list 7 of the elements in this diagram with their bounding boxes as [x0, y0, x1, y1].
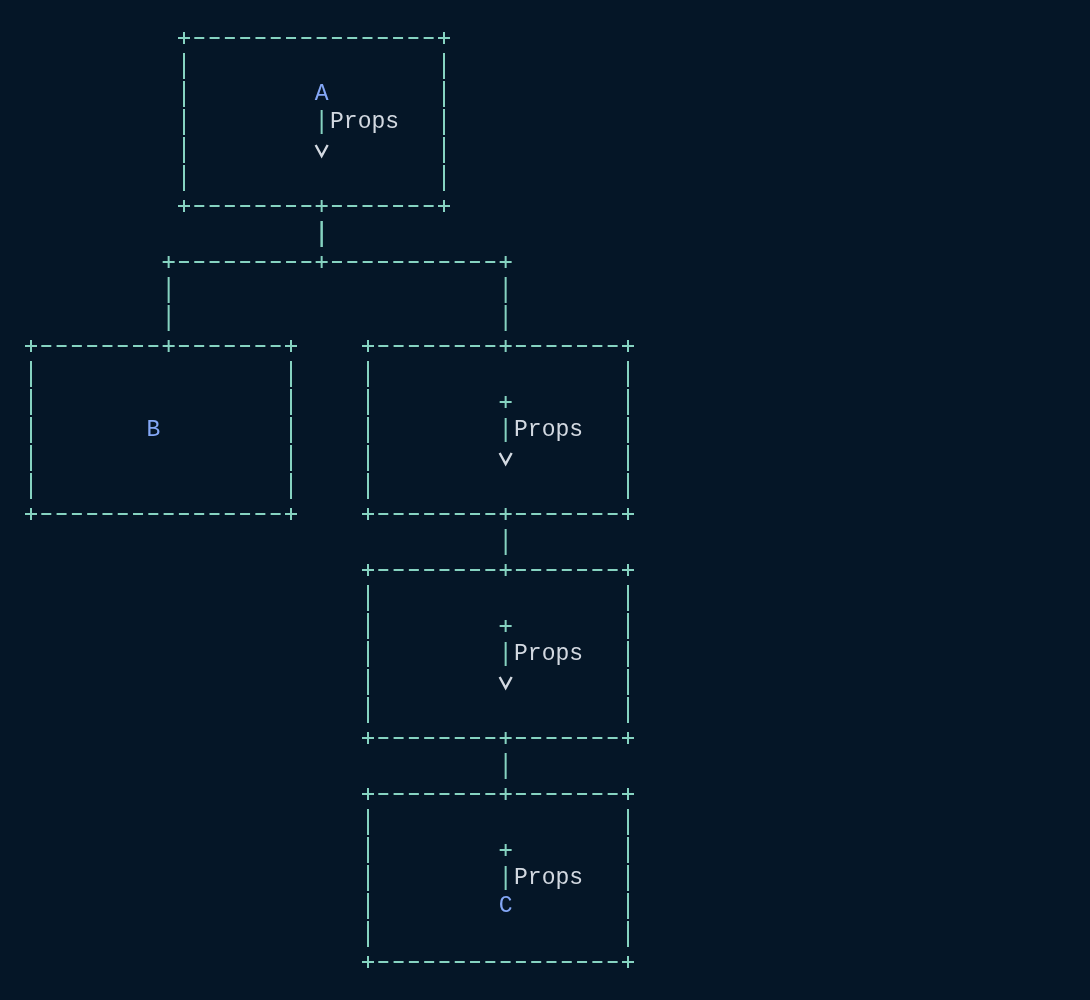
component-name: C [498, 892, 513, 920]
component-name: A [314, 80, 329, 108]
props-label: Props [330, 108, 400, 136]
props-label: Props [514, 864, 584, 892]
props-label: Props [514, 640, 584, 668]
props-label: Props [514, 416, 584, 444]
component-name: B [146, 416, 161, 444]
